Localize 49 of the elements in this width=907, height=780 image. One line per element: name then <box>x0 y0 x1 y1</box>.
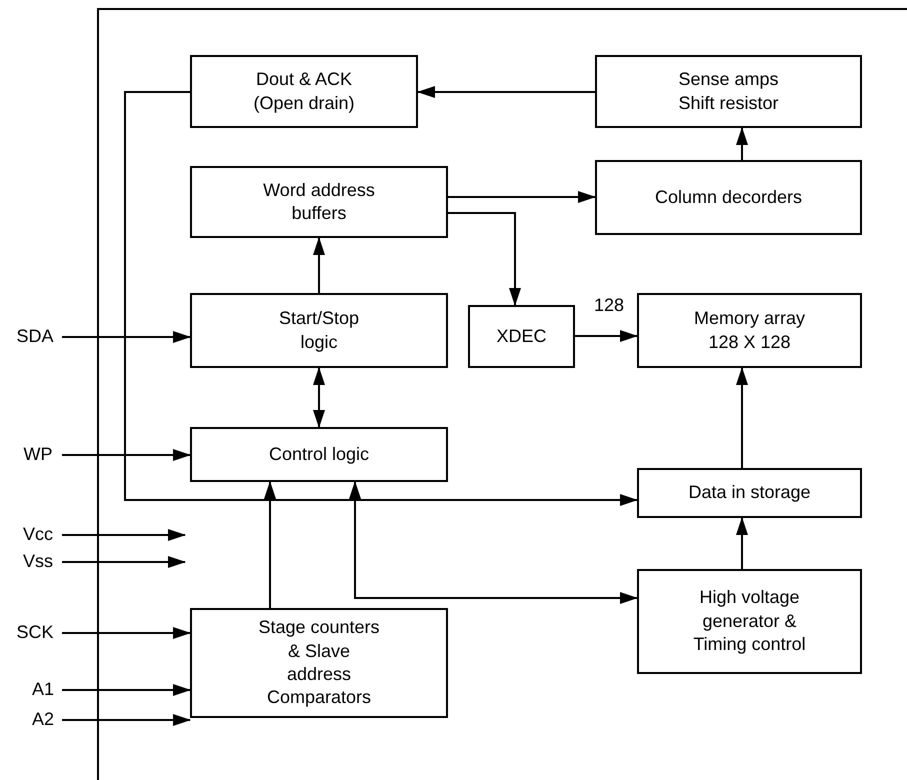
arrow <box>349 481 638 604</box>
block-box <box>190 55 418 128</box>
block-box <box>595 55 862 128</box>
block-label: Memory array 128 X 128 <box>692 307 806 354</box>
block-box <box>595 160 862 235</box>
pin-label: Vss <box>22 550 53 574</box>
block-box <box>637 293 862 368</box>
block-label: Data in storage <box>688 481 811 504</box>
block-box <box>190 293 448 368</box>
block-label: Word address buffers <box>262 178 376 225</box>
arrow <box>264 481 276 608</box>
block-box <box>468 305 575 368</box>
pin-label: A2 <box>32 708 54 732</box>
arrow <box>417 86 595 98</box>
arrow <box>313 367 325 428</box>
block-label: Sense amps Shift resistor <box>677 68 780 114</box>
pin-label: WP <box>24 443 52 466</box>
arrow <box>62 331 191 343</box>
arrow <box>62 714 191 726</box>
arrow <box>736 367 748 468</box>
pin-label: SDA <box>16 325 54 348</box>
block-box <box>637 468 862 518</box>
arrow <box>62 627 191 639</box>
arrow <box>448 191 596 203</box>
block-box <box>637 569 862 674</box>
arrow <box>736 517 748 569</box>
pin-label: SCK <box>16 621 54 644</box>
arrow <box>62 529 186 541</box>
block-box <box>190 608 448 718</box>
arrow <box>62 556 186 568</box>
arrow <box>575 330 638 342</box>
block-label: Control logic <box>268 442 370 466</box>
block-label: XDEC <box>496 324 546 348</box>
block-label: Stage counters & Slave address Comparators <box>258 616 380 710</box>
block-box <box>190 166 448 238</box>
arrow <box>448 212 521 306</box>
block-label: Dout & ACK (Open drain) <box>252 68 356 115</box>
arrow <box>62 449 191 461</box>
arrow <box>736 127 748 160</box>
edge-label: 128 <box>594 296 624 314</box>
arrow <box>313 237 325 293</box>
pin-label: Vcc <box>22 523 53 546</box>
arrow <box>124 91 638 506</box>
block-label: Column decorders <box>654 186 802 209</box>
arrow <box>62 684 191 696</box>
block-label: High voltage generator & Timing control <box>692 586 807 656</box>
block-box <box>190 427 448 482</box>
pin-label: A1 <box>32 678 54 702</box>
block-label: Start/Stop logic <box>278 307 360 354</box>
